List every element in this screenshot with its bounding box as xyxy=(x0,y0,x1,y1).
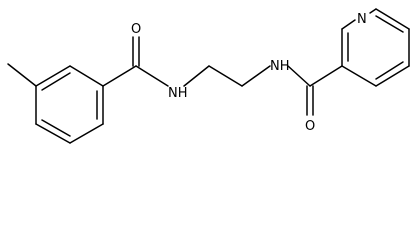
ring-bond xyxy=(35,123,71,144)
carbonyl-oxygen-right-label: O xyxy=(305,119,315,134)
pyridine-bond xyxy=(375,65,410,87)
amide-bond xyxy=(287,65,311,87)
pyridine-bond xyxy=(341,19,356,30)
carbonyl-bond xyxy=(102,65,137,87)
amide-nitrogen-left-label: NH xyxy=(168,86,188,101)
pyridine-bond xyxy=(375,8,410,30)
carbonyl-oxygen-left-label: O xyxy=(131,22,141,37)
pyridine-nitrogen-label: N xyxy=(357,12,367,27)
pyridine-bond xyxy=(369,8,377,14)
ring-bond xyxy=(69,123,104,144)
methyl-bond xyxy=(7,63,37,87)
ring-bond xyxy=(35,65,71,87)
linker-bond xyxy=(183,65,210,87)
ring-inner-bond xyxy=(41,119,71,137)
linker-bond xyxy=(208,65,243,87)
amide-bond xyxy=(135,65,169,87)
pyridine-bond xyxy=(341,65,377,87)
amide-nitrogen-right-label: NH xyxy=(270,59,290,74)
chemical-structure-diagram: O NH NH O N xyxy=(7,8,410,144)
pyridine-inner-bond xyxy=(375,15,404,33)
ring-bond xyxy=(69,65,104,87)
ring-inner-bond xyxy=(41,72,71,91)
pyridine-inner-bond xyxy=(375,61,404,80)
linker-bond xyxy=(241,65,271,87)
molecule-drawing: O NH NH O N xyxy=(7,8,410,144)
carbonyl-bond xyxy=(309,65,343,87)
